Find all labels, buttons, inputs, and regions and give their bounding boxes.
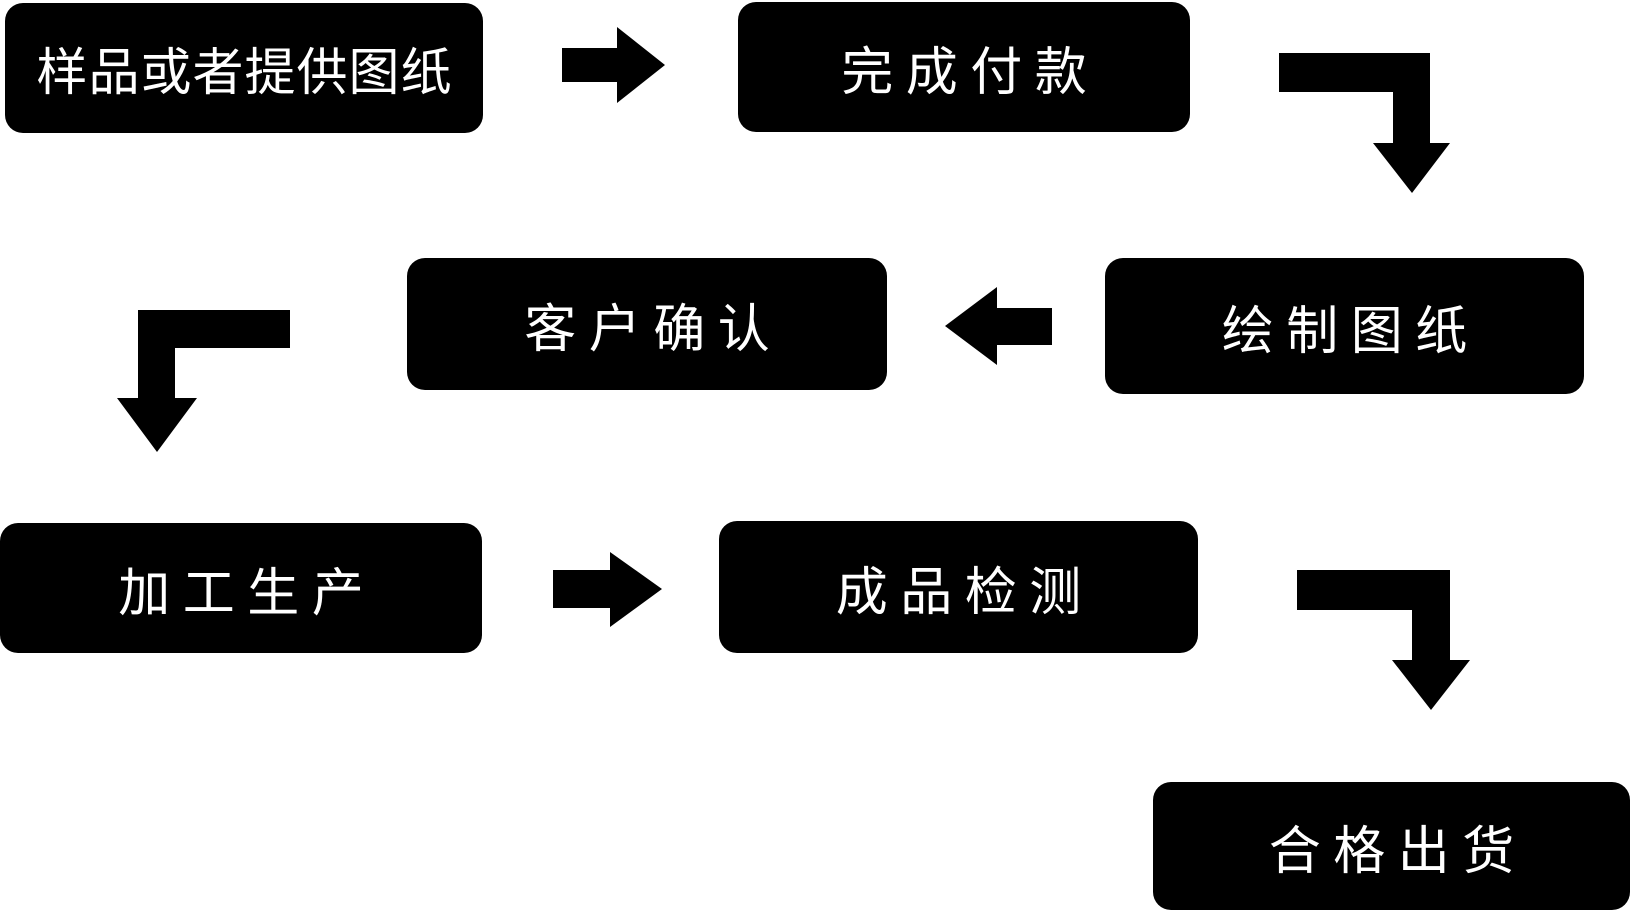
node-processing-production: 加工生产 bbox=[0, 523, 482, 653]
arrow-draw-to-confirm bbox=[945, 287, 1052, 365]
arrow-confirm-to-produce bbox=[117, 310, 290, 452]
node-processing-production-label: 加工生产 bbox=[118, 564, 377, 623]
node-customer-confirm-label: 客户确认 bbox=[524, 300, 783, 359]
arrow-sample-to-payment bbox=[562, 27, 665, 103]
node-complete-payment: 完成付款 bbox=[738, 2, 1190, 132]
node-sample-or-drawings-label: 样品或者提供图纸 bbox=[36, 44, 453, 101]
node-draw-drawings-label: 绘制图纸 bbox=[1221, 302, 1480, 361]
node-sample-or-drawings: 样品或者提供图纸 bbox=[5, 3, 483, 133]
arrow-produce-to-inspect bbox=[553, 552, 662, 627]
node-qualified-shipment-label: 合格出货 bbox=[1268, 822, 1527, 881]
node-complete-payment-label: 完成付款 bbox=[841, 43, 1100, 102]
node-finished-inspection-label: 成品检测 bbox=[835, 563, 1094, 622]
node-customer-confirm: 客户确认 bbox=[407, 258, 887, 390]
node-draw-drawings: 绘制图纸 bbox=[1105, 258, 1584, 394]
node-finished-inspection: 成品检测 bbox=[719, 521, 1198, 653]
arrow-payment-to-draw bbox=[1279, 53, 1450, 193]
arrow-inspect-to-ship bbox=[1297, 570, 1470, 710]
node-qualified-shipment: 合格出货 bbox=[1153, 782, 1630, 910]
